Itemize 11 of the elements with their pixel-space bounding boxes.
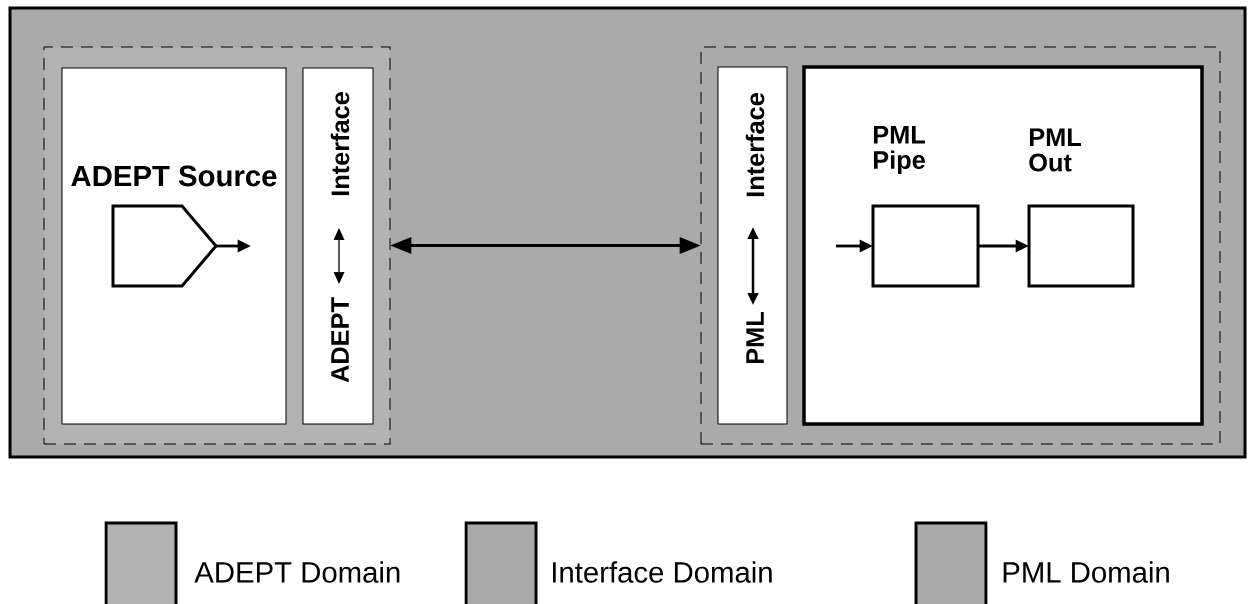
source-box: ADEPT Source: [61, 67, 287, 425]
legend-label: ADEPT Domain: [194, 561, 400, 583]
node-label: PML Out: [1029, 128, 1081, 172]
process-box: PML Pipe: [871, 126, 980, 288]
legend-label: PML Domain: [1003, 561, 1169, 583]
node-label: PML Pipe: [873, 126, 925, 174]
interface-box: Interface ADEPT: [302, 67, 374, 425]
legend-label: Interface Domain: [552, 561, 772, 583]
source-symbol: [111, 204, 218, 288]
interface-box: Interface PML: [717, 66, 788, 425]
process-box: PML Out: [1027, 128, 1135, 288]
